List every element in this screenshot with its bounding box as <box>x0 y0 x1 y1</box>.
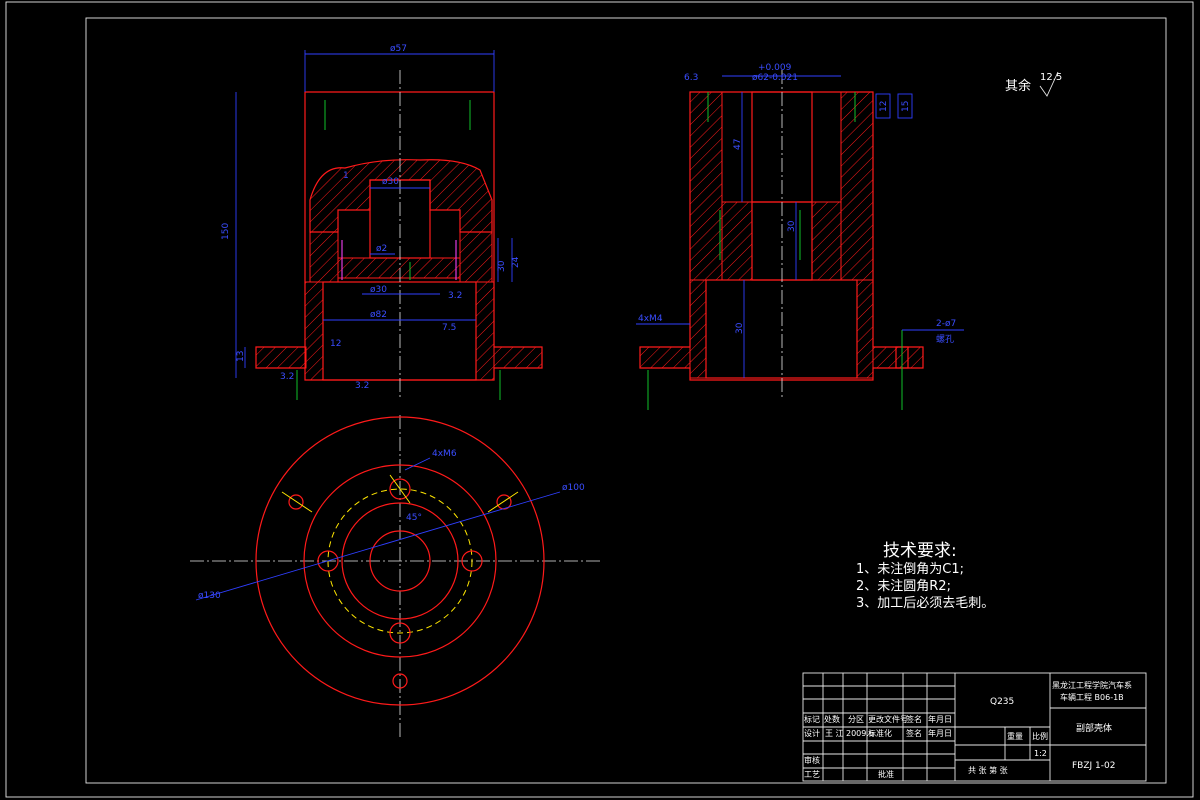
section-view: +0.009 ø62-0.021 6.3 47 30 30 12 15 4xM4… <box>636 63 964 410</box>
dim-sec-groove-a: 12 <box>879 101 889 112</box>
label-top-angle: 45° <box>406 513 422 523</box>
dim-flange: 13 <box>236 351 246 362</box>
top-leader-outer <box>195 491 561 601</box>
sec-hatch-mid <box>721 201 753 281</box>
roughness-front-0: 1 <box>343 171 349 181</box>
dim-bore-top: ø30 <box>382 177 399 187</box>
sec-hatch-right-wall <box>840 91 874 281</box>
dim-sec-groove-b: 15 <box>901 101 911 112</box>
dim-depth-b: 24 <box>511 256 521 268</box>
top-bore-circle <box>369 530 431 592</box>
tb-material: Q235 <box>990 697 1014 707</box>
dim-sec-note-right: 螺孔 <box>936 334 954 345</box>
tech-item-1: 1、未注倒角为C1; <box>856 562 964 577</box>
dim-depth-a: 30 <box>497 260 507 272</box>
front-view: ø57 150 ø30 ø2 ø30 ø82 7.5 13 30 24 12 3… <box>221 44 543 400</box>
top-outer-circle <box>255 416 545 706</box>
title-block: Q235 黑龙江工程学院汽车系 车辆工程 B06-1B 副部壳体 FBZJ 1-… <box>802 672 1147 782</box>
sec-hatch-lower-left <box>689 279 707 379</box>
tb-sheets: 共 张 第 张 <box>968 765 1008 775</box>
section-base-cavity <box>705 279 858 379</box>
front-outline <box>255 91 543 381</box>
tb-drawing-no: FBZJ 1-02 <box>1072 761 1115 771</box>
sec-hatch-flange-left <box>639 346 691 369</box>
label-top-outer: ø130 <box>198 591 221 601</box>
front-hatch-upper <box>309 159 493 233</box>
top-flange-hole-nw <box>288 494 304 510</box>
roughness-symbol-icon <box>1039 71 1059 97</box>
tb-design-label: 设计 <box>804 728 820 738</box>
tb-sign-label: 签名 <box>906 728 922 738</box>
front-hatch-right-lower <box>475 281 495 381</box>
tb-check-label: 审核 <box>804 755 820 765</box>
dim-offset: 7.5 <box>442 323 456 333</box>
tb-school: 黑龙江工程学院汽车系 <box>1052 680 1132 690</box>
sec-hatch-lower-right <box>856 279 874 379</box>
tb-part-name: 副部壳体 <box>1076 722 1112 734</box>
top-hole-e <box>461 550 483 572</box>
tb-h2: 分区 <box>848 715 864 724</box>
label-top-holes: 4xM6 <box>432 449 457 459</box>
top-flange-hole-s <box>392 673 408 689</box>
outer-frame <box>5 1 1194 798</box>
tech-item-3: 3、加工后必须去毛刺。 <box>856 596 994 611</box>
tb-h1: 处数 <box>824 714 840 724</box>
sec-hatch-flange-right <box>872 346 924 369</box>
dim-counterbore: ø2 <box>376 244 387 254</box>
top-view: 4xM6 ø100 ø130 45° <box>190 415 600 738</box>
tech-title: 技术要求: <box>883 541 957 561</box>
dim-sec-thread-right: 2-ø7 <box>936 319 956 329</box>
dim-sec-depth-mid: 30 <box>787 220 797 232</box>
surface-note-value: 12.5 <box>1040 72 1062 83</box>
tb-h4: 签名 <box>906 714 922 724</box>
roughness-front-3: 3.2 <box>448 291 462 301</box>
roughness-front-2: 3.2 <box>355 381 369 391</box>
dim-sec-depth-top: 47 <box>733 139 743 150</box>
top-hole-n <box>389 478 411 500</box>
front-hatch-left-wall <box>309 231 339 283</box>
tech-item-2: 2、未注圆角R2; <box>856 579 951 594</box>
tb-date-label: 年月日 <box>928 728 952 738</box>
dim-top-width: ø57 <box>390 44 407 54</box>
front-hatch-bottom-web <box>337 257 461 279</box>
dim-sec-tolerance: +0.009 <box>758 63 792 73</box>
dim-sec-bore: ø62-0.021 <box>752 73 798 83</box>
top-body-circle <box>341 502 459 620</box>
front-hatch-right-wall <box>459 231 493 283</box>
front-hatch-left-flange <box>255 346 307 369</box>
surface-note-text: 其余 <box>1005 78 1031 94</box>
roughness-section: 6.3 <box>684 73 698 83</box>
label-top-pcd: ø100 <box>562 483 585 493</box>
tb-std-label: 标准化 <box>868 728 892 738</box>
tb-h5: 年月日 <box>928 714 952 724</box>
tb-h0: 标记 <box>804 714 820 724</box>
top-flange-circle <box>303 464 497 658</box>
tb-approve-label: 批准 <box>878 769 894 779</box>
top-hole-s <box>389 622 411 644</box>
dim-sec-depth-bot: 30 <box>735 322 745 334</box>
section-outline <box>639 91 924 381</box>
dim-base-bore: ø82 <box>370 310 387 320</box>
inner-frame <box>85 17 1167 784</box>
tb-date: 2009.6 <box>846 729 874 738</box>
dim-chamfer: 12 <box>330 339 341 349</box>
top-hole-w <box>317 550 339 572</box>
sec-hatch-left-wall <box>689 91 723 281</box>
tb-class: 车辆工程 B06-1B <box>1060 692 1124 702</box>
tb-h3: 更改文件号 <box>868 714 908 724</box>
tb-scale-label: 比例 <box>1032 731 1048 741</box>
tb-weight-label: 重量 <box>1007 731 1023 741</box>
dim-bore-bottom: ø30 <box>370 285 387 295</box>
tb-designer: 王 江 <box>825 729 844 738</box>
front-base-cavity <box>322 281 477 381</box>
front-hatch-left-lower <box>304 281 324 381</box>
tb-scale: 1:2 <box>1034 749 1047 758</box>
sec-hatch-mid-r <box>811 201 842 281</box>
tb-process-label: 工艺 <box>804 770 820 779</box>
dim-height: 150 <box>221 223 231 240</box>
roughness-front-1: 3.2 <box>280 372 294 382</box>
front-hatch-right-flange <box>493 346 543 369</box>
dim-sec-thread-left: 4xM4 <box>638 314 663 324</box>
